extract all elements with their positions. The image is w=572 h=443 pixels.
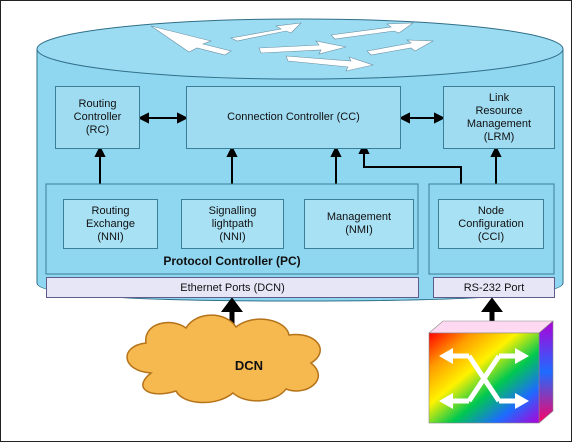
signalling-lightpath-box: Signalling lightpath (NNI) <box>181 199 284 249</box>
node-configuration-box: Node Configuration (CCI) <box>438 199 544 249</box>
cloud-icon <box>126 314 321 404</box>
routing-controller-box: Routing Controller (RC) <box>55 86 140 149</box>
rs232-port-bar: RS-232 Port <box>433 277 555 298</box>
management-box: Management (NMI) <box>304 199 414 249</box>
ethernet-ports-bar: Ethernet Ports (DCN) <box>46 277 419 298</box>
connection-controller-box: Connection Controller (CC) <box>186 86 401 149</box>
routing-exchange-box: Routing Exchange (NNI) <box>63 199 158 249</box>
optical-switch-icon <box>428 320 554 424</box>
router-arrows-icon <box>150 22 435 72</box>
dcn-label: DCN <box>234 358 264 373</box>
protocol-controller-label: Protocol Controller (PC) <box>163 254 301 268</box>
link-resource-management-box: Link Resource Management (LRM) <box>443 86 555 149</box>
